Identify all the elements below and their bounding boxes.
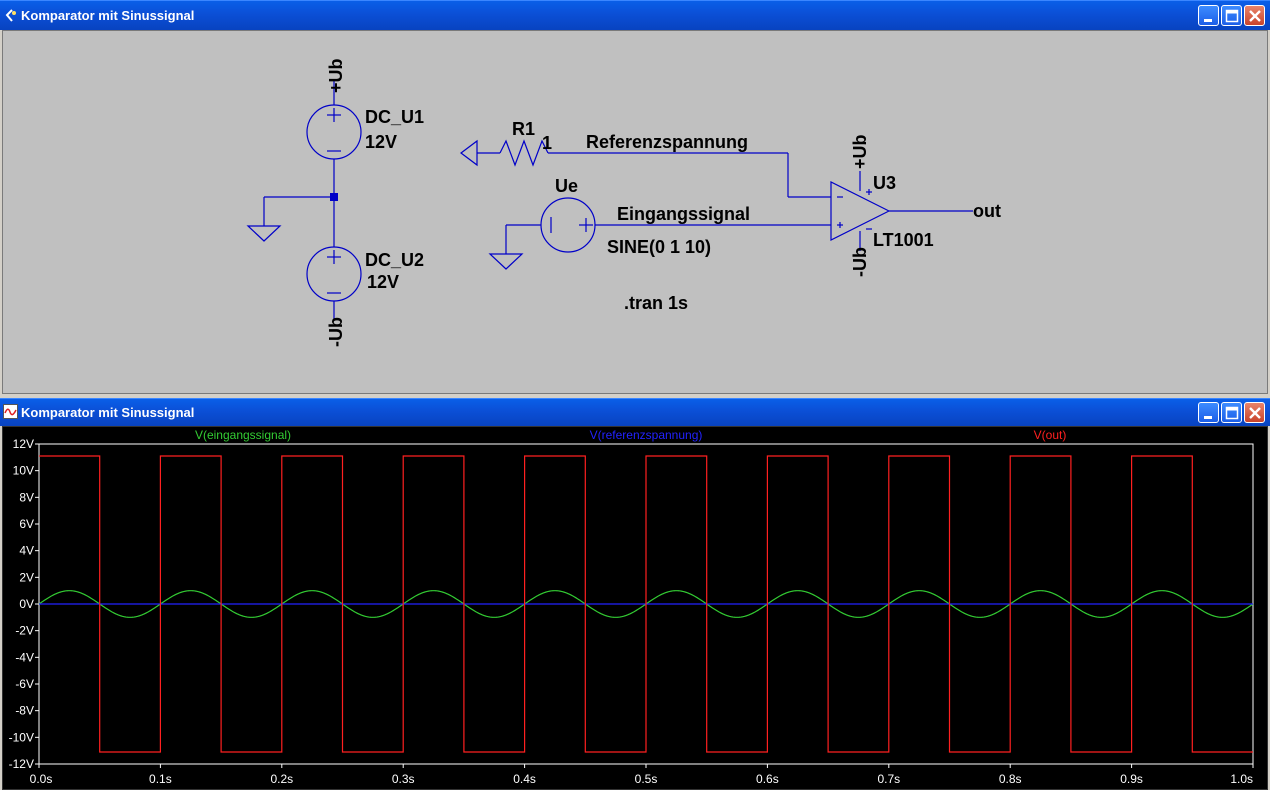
dc-u1-name: DC_U1	[365, 107, 424, 127]
waveform-plot-area[interactable]: 12V 10V 8V 6V 4V 2V 0V -2V -4V -6V -8V -10V -12V 0.0…	[2, 426, 1268, 790]
x-tick-label: 0.0s	[30, 772, 53, 786]
y-tick-label: 12V	[13, 437, 34, 451]
plot-close-button[interactable]	[1244, 402, 1265, 423]
u3-name: U3	[873, 173, 896, 193]
y-tick-label: 0V	[19, 597, 34, 611]
waveform-window-title: Komparator mit Sinussignal	[21, 405, 195, 420]
waveform-window[interactable]: Komparator mit Sinussignal 12V 10V 8V 6V 4V 2…	[0, 398, 1270, 790]
y-tick-label: 2V	[19, 570, 34, 584]
minimize-icon	[1204, 416, 1212, 419]
legend-entry[interactable]: V(out)	[1034, 428, 1067, 442]
maximize-icon	[1225, 9, 1239, 23]
y-tick-label: -12V	[9, 757, 34, 771]
dc-u2-value: 12V	[367, 272, 399, 292]
net-label-input: Eingangssignal	[617, 204, 750, 224]
x-tick-label: 0.2s	[270, 772, 293, 786]
schematic-window-title: Komparator mit Sinussignal	[21, 8, 195, 23]
dc-u2-net-label: -Ub	[326, 317, 346, 347]
legend-entry[interactable]: V(referenzspannung)	[590, 428, 703, 442]
dc-u2-name: DC_U2	[365, 250, 424, 270]
plot-maximize-button[interactable]	[1221, 402, 1242, 423]
y-tick-label: -10V	[9, 730, 34, 744]
plot-minimize-button[interactable]	[1198, 402, 1219, 423]
minimize-icon	[1204, 19, 1212, 22]
x-tick-label: 1.0s	[1230, 772, 1253, 786]
close-button[interactable]	[1244, 5, 1265, 26]
y-tick-label: 6V	[19, 517, 34, 531]
y-tick-label: -6V	[15, 677, 34, 691]
x-tick-label: 0.8s	[999, 772, 1022, 786]
waveform-chart[interactable]: 12V 10V 8V 6V 4V 2V 0V -2V -4V -6V -8V -10V -12V 0.0…	[3, 427, 1267, 789]
y-tick-label: -4V	[15, 650, 34, 664]
ue-value: SINE(0 1 10)	[607, 237, 711, 257]
trace-vout[interactable]	[39, 455, 1253, 753]
schematic-window[interactable]: Komparator mit Sinussignal	[0, 0, 1270, 398]
u3-model: LT1001	[873, 230, 934, 250]
waveform-titlebar[interactable]: Komparator mit Sinussignal	[0, 398, 1270, 426]
y-tick-label: 10V	[13, 464, 34, 478]
waveform-icon	[3, 404, 18, 419]
x-tick-label: 0.6s	[756, 772, 779, 786]
close-icon	[1249, 407, 1261, 419]
u3-neg-supply-label: -Ub	[850, 247, 870, 277]
x-tick-label: 0.1s	[149, 772, 172, 786]
junction-dot	[330, 193, 338, 201]
u3-opamp-symbol[interactable]	[830, 181, 891, 241]
r1-value: 1	[542, 133, 552, 153]
r1-name: R1	[512, 119, 535, 139]
u3-pos-supply-label: +Ub	[850, 134, 870, 169]
dc-u1-net-label: +Ub	[326, 58, 346, 93]
x-tick-label: 0.4s	[513, 772, 536, 786]
dc-u1-value: 12V	[365, 132, 397, 152]
y-tick-label: -2V	[15, 624, 34, 638]
x-tick-label: 0.5s	[635, 772, 658, 786]
x-tick-label: 0.7s	[877, 772, 900, 786]
schematic-canvas[interactable]: +Ub DC_U1 12V DC_U2 12V -Ub R1 1 Referen…	[2, 30, 1268, 394]
maximize-icon	[1225, 406, 1239, 420]
schematic-titlebar[interactable]: Komparator mit Sinussignal	[0, 0, 1270, 30]
r1-symbol[interactable]	[499, 139, 549, 167]
net-label-reference: Referenzspannung	[586, 132, 748, 152]
lt-icon	[5, 9, 16, 22]
x-tick-label: 0.3s	[392, 772, 415, 786]
y-tick-label: 4V	[19, 544, 34, 558]
y-tick-label: 8V	[19, 490, 34, 504]
close-icon	[1249, 10, 1261, 22]
legend-entry[interactable]: V(eingangssignal)	[195, 428, 291, 442]
net-label-output: out	[973, 201, 1001, 221]
maximize-button[interactable]	[1221, 5, 1242, 26]
y-tick-label: -8V	[15, 704, 34, 718]
x-tick-label: 0.9s	[1120, 772, 1143, 786]
ue-name: Ue	[555, 176, 578, 196]
tran-directive[interactable]: .tran 1s	[624, 293, 688, 313]
minimize-button[interactable]	[1198, 5, 1219, 26]
